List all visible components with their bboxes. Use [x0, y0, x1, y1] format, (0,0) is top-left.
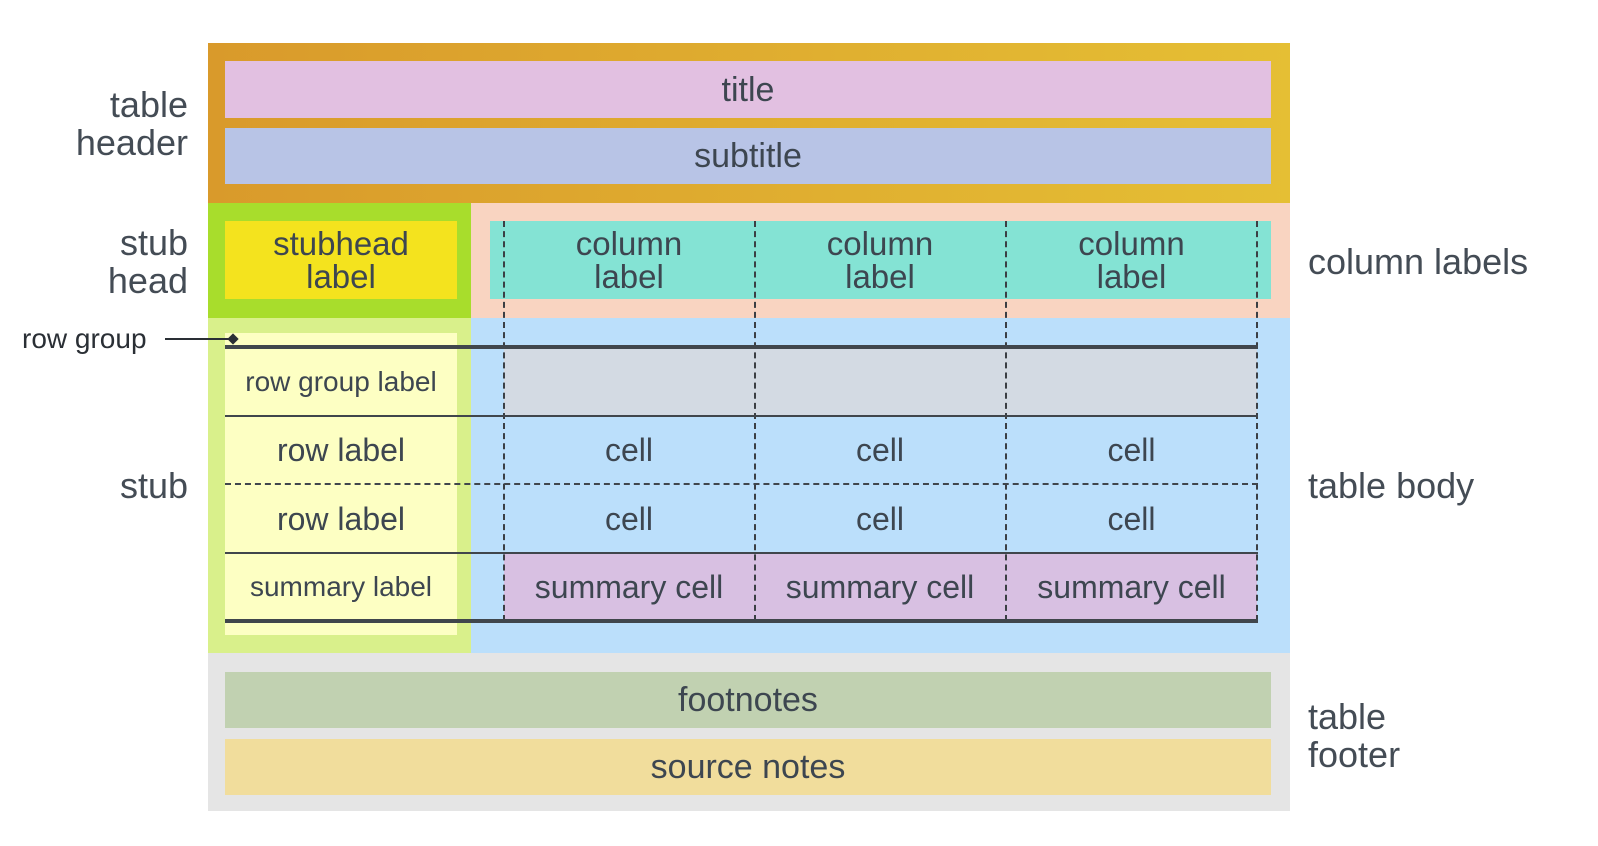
- side-label-line: head: [107, 260, 188, 301]
- body-cell: cell: [1107, 500, 1156, 537]
- row-label: row label: [276, 500, 406, 537]
- column-label-line: label: [594, 258, 664, 295]
- row-label: row label: [276, 431, 406, 468]
- subtitle-box: subtitle: [225, 128, 1271, 184]
- column-divider: [754, 221, 756, 621]
- column-labels-band: [490, 221, 1271, 299]
- column-divider: [1256, 221, 1258, 621]
- stub-label: stub: [119, 465, 188, 506]
- body-cell: cell: [855, 500, 904, 537]
- source-notes-box: source notes: [225, 739, 1271, 795]
- summary-band: [504, 553, 1257, 620]
- side-label-line: stub: [119, 222, 188, 263]
- row-separator-dashed: [225, 483, 1258, 485]
- column-label-3: column label: [1006, 221, 1257, 299]
- stubhead-label-line: label: [306, 258, 376, 295]
- row-group-label: row group label: [245, 366, 437, 397]
- stub-head-label: stub head: [40, 224, 188, 300]
- column-divider: [1005, 221, 1007, 621]
- body-cell: cell: [1107, 431, 1156, 468]
- row-group-pointer-label: row group: [22, 323, 147, 354]
- table-body-bottom-rule: [225, 619, 1258, 623]
- side-label-line: header: [75, 122, 188, 163]
- table-footer-label: table footer: [1308, 698, 1400, 774]
- column-label-line: column: [575, 225, 683, 262]
- stubhead-label-box: stubhead label: [225, 221, 457, 299]
- side-label-line: table: [1308, 696, 1387, 737]
- column-label-1: column label: [504, 221, 754, 299]
- body-cell: cell: [604, 431, 653, 468]
- row-group-pointer-line: [165, 338, 231, 340]
- row-separator: [225, 415, 1258, 417]
- side-label-line: footer: [1308, 734, 1401, 775]
- column-label-line: label: [1096, 258, 1167, 295]
- stubhead-label-line: stubhead: [273, 225, 409, 262]
- summary-cell: summary cell: [785, 568, 975, 605]
- side-label-line: table: [109, 84, 188, 125]
- column-labels-label: column labels: [1308, 241, 1529, 282]
- table-header-label: table header: [40, 86, 188, 162]
- body-cell: cell: [855, 431, 904, 468]
- summary-cell: summary cell: [1037, 568, 1226, 605]
- summary-label: summary label: [249, 571, 433, 602]
- title-box: title: [225, 61, 1271, 118]
- column-label-2: column label: [755, 221, 1005, 299]
- row-group-band: [504, 347, 1257, 415]
- table-body-label: table body: [1308, 465, 1475, 506]
- summary-cell: summary cell: [534, 568, 724, 605]
- summary-top-rule: [225, 552, 1258, 554]
- column-label-line: label: [845, 258, 915, 295]
- footnotes-box: footnotes: [225, 672, 1271, 728]
- body-cell: cell: [604, 500, 653, 537]
- column-divider: [503, 221, 505, 621]
- column-label-line: column: [1078, 225, 1185, 262]
- row-group-top-rule: [225, 345, 1258, 349]
- column-label-line: column: [826, 225, 934, 262]
